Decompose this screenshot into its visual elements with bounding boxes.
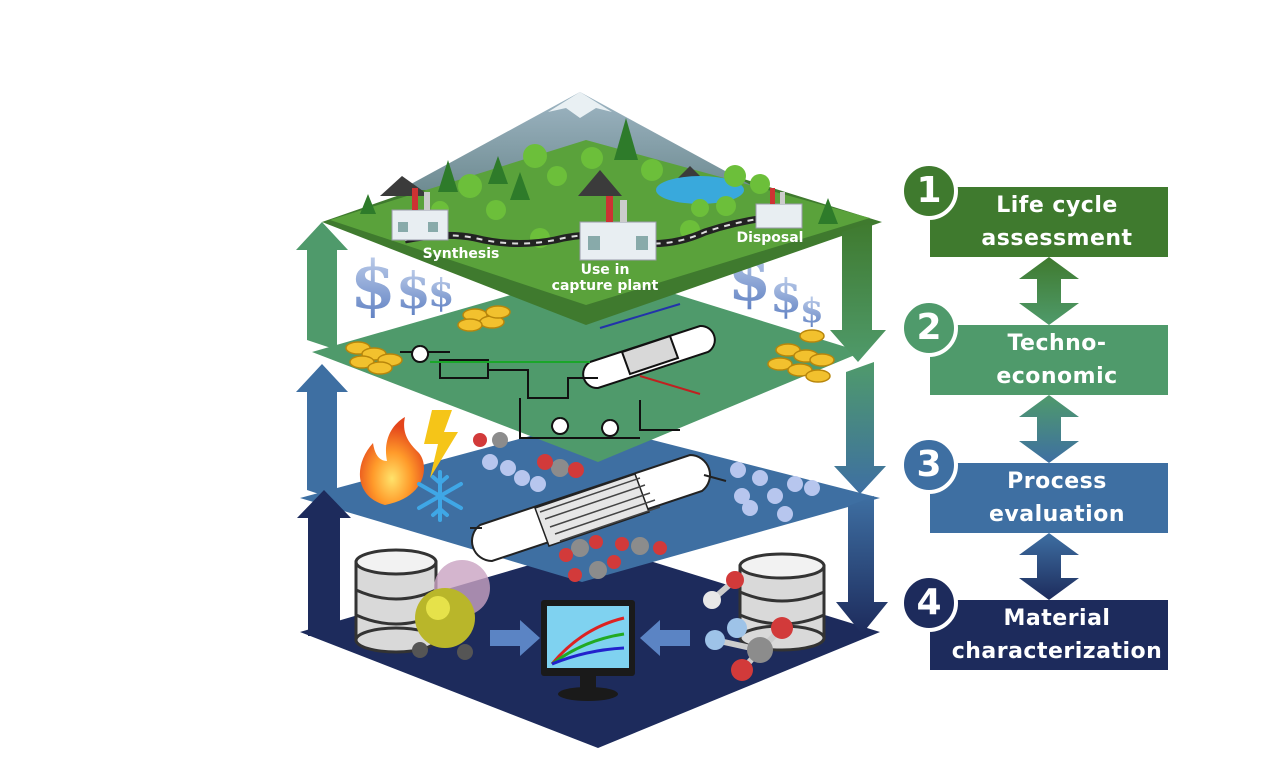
column-vessel-icon <box>400 324 716 439</box>
left-up-arrows <box>296 222 351 636</box>
label-use-in: Use in <box>581 262 630 278</box>
tree-icon <box>431 144 770 248</box>
right-down-arrows <box>830 222 888 634</box>
double-arrow-1-2 <box>1019 257 1079 325</box>
snowflake-icon <box>417 470 463 522</box>
step-badge-3: 3 <box>900 436 958 494</box>
tree-icon <box>360 118 838 224</box>
svg-text:$: $ <box>770 269 802 323</box>
svg-text:$: $ <box>350 246 396 324</box>
step-box-3: Process evaluation <box>930 463 1168 533</box>
svg-text:$: $ <box>428 270 454 315</box>
step-badge-1: 1 <box>900 162 958 220</box>
label-synthesis: Synthesis <box>423 246 500 262</box>
layer-tea: $ $ $ $ $ $ <box>312 242 862 462</box>
lightning-icon <box>424 410 458 478</box>
step-label-4: Material characterization <box>951 606 1163 664</box>
step-label-1: Life cycle assessment <box>981 193 1133 251</box>
molecule-icon <box>703 571 793 681</box>
svg-text:$: $ <box>396 261 431 320</box>
factory-icon <box>391 188 449 241</box>
flame-icon <box>359 417 425 505</box>
step-box-2: Techno- economic analysis <box>930 325 1168 422</box>
layer-material <box>300 545 880 748</box>
double-arrow-3-4 <box>1019 533 1079 600</box>
step-box-1: Life cycle assessment <box>930 187 1168 257</box>
molecule-icon <box>473 432 820 582</box>
layer-process <box>300 410 880 582</box>
layer-lca: Synthesis Use in capture plant Disposal <box>322 92 882 325</box>
step-label-3: Process evaluation <box>989 469 1125 527</box>
double-arrow-2-3 <box>1019 395 1079 463</box>
label-disposal: Disposal <box>737 230 804 246</box>
step-box-4: Material characterization <box>930 600 1168 670</box>
label-capture-plant: capture plant <box>552 278 659 294</box>
column-vessel-icon <box>470 453 727 563</box>
factory-icon <box>755 188 803 229</box>
step-badge-4: 4 <box>900 574 958 632</box>
factory-icon <box>579 196 657 261</box>
mof-crystal-icon <box>412 560 490 660</box>
svg-text:$: $ <box>800 291 824 331</box>
coin-icon <box>345 305 835 383</box>
database-icon <box>738 552 826 652</box>
step-badge-2: 2 <box>900 299 958 357</box>
monitor-chart-icon <box>541 600 635 701</box>
